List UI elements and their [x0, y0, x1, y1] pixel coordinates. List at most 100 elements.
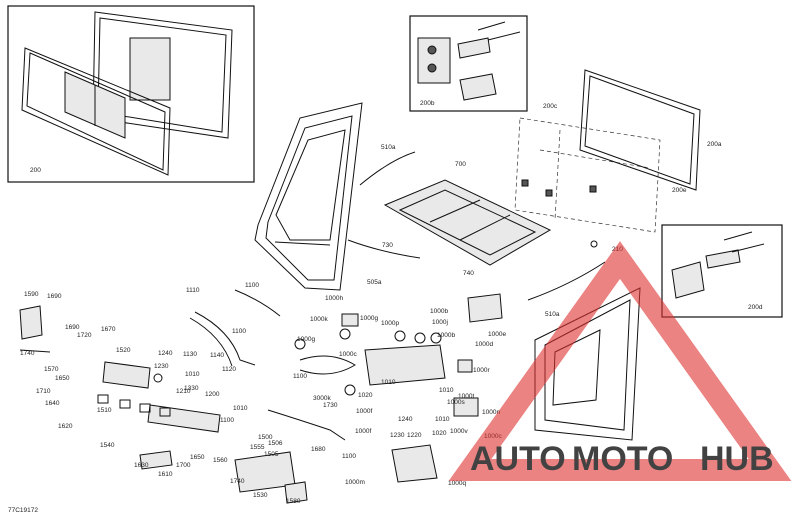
rear-frame-post: [554, 129, 561, 221]
inset-200b-frame: [409, 15, 528, 112]
door-window-rear-inner: [97, 17, 227, 133]
part-label-1010: 1010: [435, 416, 450, 423]
bumper-block: [459, 73, 497, 101]
roof-top: [383, 179, 552, 266]
door-window-front: [21, 47, 171, 176]
door-outer: [254, 102, 363, 291]
part-label-1100: 1100: [232, 328, 246, 335]
rdoor-outer: [534, 287, 641, 441]
part-label-1130: 1130: [183, 351, 197, 358]
door-inner: [265, 115, 353, 281]
latch-plate: [705, 249, 741, 269]
part-label-1650: 1650: [190, 454, 205, 461]
part-label-1100: 1100: [220, 417, 234, 424]
switch-4: [159, 407, 171, 417]
rdoor-window: [552, 329, 601, 406]
part-label-1590: 1590: [24, 291, 39, 298]
part-label-1000m: 1000m: [345, 479, 365, 486]
duct-1130: [194, 311, 256, 366]
rear-frame-rail: [539, 149, 651, 169]
part-label-1210: 1210: [176, 388, 191, 395]
part-label-730: 730: [382, 242, 393, 249]
watermark: AUTO MOTO HUB: [448, 241, 792, 481]
part-label-1000v: 1000v: [450, 428, 468, 435]
part-label-1650: 1650: [55, 375, 70, 382]
inset-200d-frame: [661, 224, 783, 318]
label-200d: 200d: [748, 304, 763, 311]
part-label-1000s: 1000s: [447, 399, 465, 406]
part-label-1000g: 1000g: [297, 336, 315, 343]
duct-1130-b: [189, 317, 233, 367]
part-label-1000n: 1000n: [482, 409, 500, 416]
right-door-frame: [534, 287, 641, 441]
door-window-opening: [275, 129, 346, 241]
vent-1000g-2: [294, 338, 306, 350]
door-window-rear: [92, 11, 233, 139]
vent-1000p-1: [394, 330, 406, 342]
part-label-1510: 1510: [97, 407, 112, 414]
inset-200-frame: [7, 5, 255, 183]
heater-box: [364, 344, 446, 386]
part-label-1000f: 1000f: [356, 408, 372, 415]
part-label-3000k: 3000k: [313, 395, 331, 402]
fastener-210: [590, 240, 598, 248]
part-labels: 510a700200c200a200e730210505a740510a1590…: [20, 103, 722, 505]
panel-1000n: [453, 397, 479, 417]
part-label-1530: 1530: [253, 492, 268, 499]
part-label-1000b: 1000b: [430, 308, 448, 315]
part-label-1506: 1506: [268, 440, 283, 447]
blower-1000e: [467, 293, 503, 323]
bolt-1: [477, 21, 506, 31]
part-label-1630: 1630: [134, 462, 149, 469]
part-label-1740: 1740: [20, 350, 35, 357]
part-label-1620: 1620: [58, 423, 73, 430]
seal-505a: [347, 239, 421, 259]
part-label-1220: 1220: [407, 432, 422, 439]
panel-1520: [102, 361, 151, 389]
part-label-1500: 1500: [258, 434, 273, 441]
part-label-1555: 1555: [250, 444, 265, 451]
clip-1: [521, 179, 529, 187]
roof-rib-2: [459, 214, 511, 241]
bolt-2: [487, 31, 521, 41]
bracket-1630: [139, 450, 173, 470]
part-label-1020: 1020: [358, 392, 373, 399]
duct-1100-mid: [299, 355, 356, 375]
part-label-1240: 1240: [158, 350, 173, 357]
part-label-1730: 1730: [323, 402, 338, 409]
vent-1000j: [430, 332, 442, 344]
part-label-1010: 1010: [381, 379, 396, 386]
latch-hole-2: [427, 63, 437, 73]
part-label-1690: 1690: [65, 324, 80, 331]
part-label-1010: 1010: [439, 387, 454, 394]
label-200b: 200b: [420, 100, 435, 107]
part-label-505a: 505a: [367, 279, 382, 286]
part-label-1505: 1505: [264, 451, 279, 458]
part-label-1000f: 1000f: [355, 428, 371, 435]
part-label-1000r: 1000r: [473, 367, 490, 374]
part-label-1710: 1710: [36, 388, 51, 395]
part-label-1000j: 1000j: [432, 319, 448, 326]
part-label-1740: 1740: [230, 478, 245, 485]
part-label-740: 740: [463, 270, 474, 277]
part-label-1100: 1100: [293, 373, 307, 380]
part-label-200a: 200a: [707, 141, 722, 148]
part-label-1000h: 1000h: [325, 295, 343, 302]
part-label-1580: 1580: [286, 498, 301, 505]
part-label-200e: 200e: [672, 187, 687, 194]
inset-200b: 200b: [409, 15, 528, 112]
watermark-moto: MOTO: [572, 440, 673, 478]
part-label-1000q: 1000q: [448, 480, 466, 487]
striker-plate: [457, 37, 491, 59]
part-label-1100: 1100: [342, 453, 356, 460]
part-label-1540: 1540: [100, 442, 115, 449]
part-label-1000c: 1000c: [339, 351, 357, 358]
roof-panel-700: [347, 151, 606, 301]
part-label-1560: 1560: [213, 457, 228, 464]
part-label-1000d: 1000d: [475, 341, 493, 348]
control-panel-assembly: [19, 305, 308, 504]
part-label-1640: 1640: [45, 400, 60, 407]
part-label-1100: 1100: [245, 282, 259, 289]
